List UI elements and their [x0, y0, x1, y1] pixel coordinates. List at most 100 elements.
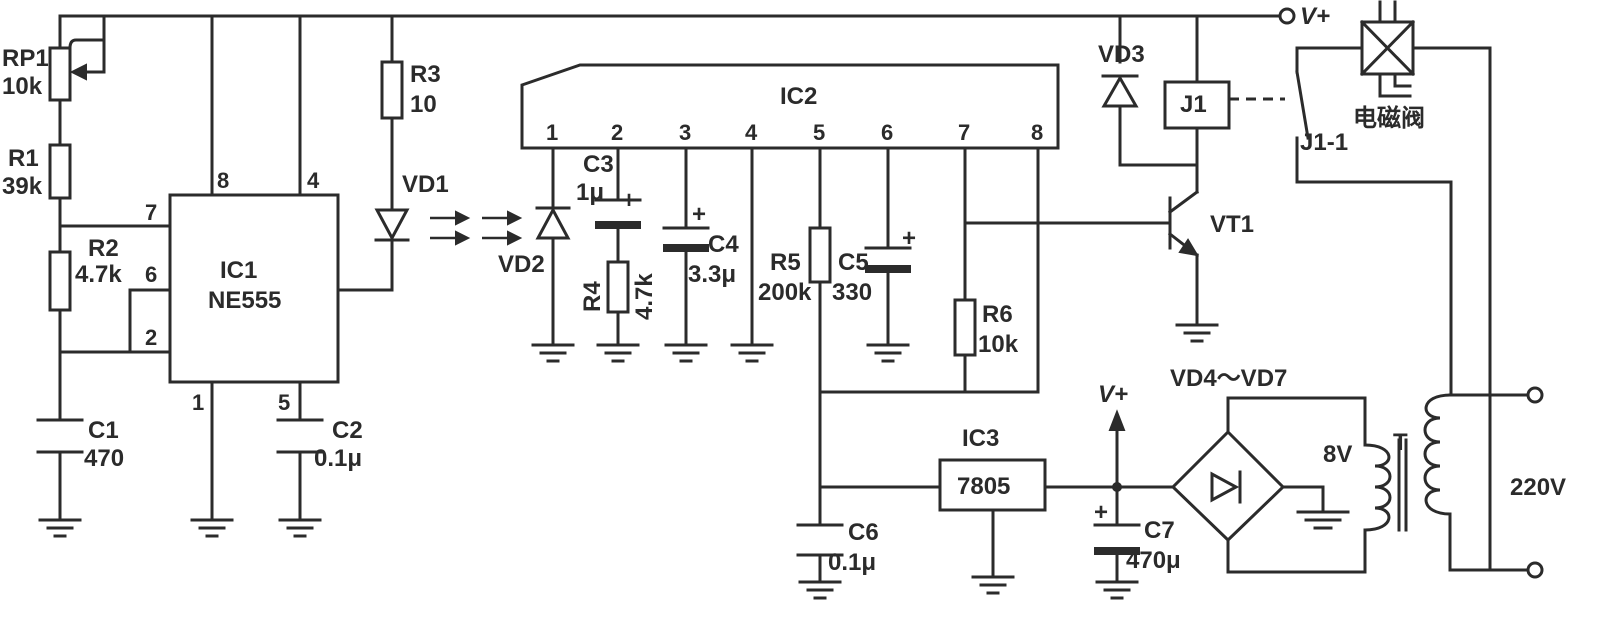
ic3-name: IC3 — [962, 425, 999, 452]
r4-ref: R4 — [579, 281, 606, 312]
rp1-value: 10k — [2, 73, 43, 100]
ic2-pin-2: 2 — [611, 120, 623, 145]
emitter-arrow-icon — [1178, 238, 1199, 257]
ic1-pin-6: 6 — [145, 262, 157, 287]
ir-arrow-icon — [455, 210, 523, 246]
rp1-ref: RP1 — [2, 45, 49, 72]
c5-value: 330 — [832, 279, 872, 306]
ic3-body — [938, 458, 1047, 512]
c2-ref: C2 — [332, 417, 363, 444]
r2-value: 4.7k — [75, 261, 122, 288]
c2-capacitor: C2 0.1μ — [276, 417, 363, 472]
c1-capacitor: C1 470 — [36, 417, 124, 472]
vplus-top-label: V+ — [1300, 3, 1330, 30]
solenoid-valve: 电磁阀 — [1353, 0, 1425, 132]
vd2-photodiode: VD2 — [498, 206, 571, 278]
c4-capacitor: + C4 3.3μ — [662, 201, 739, 288]
ic1-pin-2: 2 — [145, 325, 157, 350]
ic1-body — [168, 193, 340, 384]
transformer-ref: T — [1393, 429, 1408, 456]
ic2-pin-8: 8 — [1031, 120, 1043, 145]
r2-resistor: R2 4.7k — [48, 235, 122, 312]
c1-value: 470 — [84, 445, 124, 472]
ic1-pin-1: 1 — [192, 390, 204, 415]
supply-labels: V+ V+ — [1098, 3, 1330, 431]
c7-value: 470μ — [1126, 547, 1181, 574]
c7-capacitor: + C7 470μ — [1093, 499, 1181, 574]
r6-value: 10k — [978, 331, 1019, 358]
bridge-ref: VD4～VD7 — [1170, 365, 1287, 392]
vd3-ref: VD3 — [1098, 41, 1145, 68]
r5-ref: R5 — [770, 249, 801, 276]
ground-symbol — [531, 343, 575, 363]
vd1-led: VD1 — [374, 171, 449, 242]
vd3-diode: VD3 — [1098, 41, 1145, 108]
c3-value: 1μ — [576, 179, 604, 206]
transformer-t: T 8V 220V — [1323, 393, 1566, 572]
c7-ref: C7 — [1144, 517, 1175, 544]
c3-plus: + — [622, 187, 636, 214]
j1-coil — [1163, 80, 1231, 130]
vplus-arrow-icon — [1108, 409, 1126, 431]
ic2-pin-5: 5 — [813, 120, 825, 145]
ground-symbol — [596, 343, 640, 363]
ground-symbol — [278, 518, 322, 538]
c1-ref: C1 — [88, 417, 119, 444]
r1-resistor: R1 39k — [2, 143, 72, 200]
ground-symbol — [730, 343, 774, 363]
r1-ref: R1 — [8, 145, 39, 172]
c4-ref: C4 — [708, 231, 739, 258]
r6-ref: R6 — [982, 301, 1013, 328]
ic1-part: NE555 — [208, 287, 281, 314]
r3-resistor: R3 10 — [380, 60, 441, 120]
vt1-ref: VT1 — [1210, 211, 1254, 238]
ground-symbol — [1095, 580, 1139, 600]
rp1-potentiometer: RP1 10k — [2, 38, 106, 102]
valve-label: 电磁阀 — [1353, 104, 1425, 132]
r6-resistor: R6 10k — [953, 298, 1019, 358]
wiper-arrow-icon — [69, 63, 87, 81]
r5-resistor: R5 200k — [758, 226, 832, 306]
ic1-pin-5: 5 — [278, 390, 290, 415]
c5-plus: + — [902, 225, 916, 252]
c2-value: 0.1μ — [314, 445, 362, 472]
ic2-body — [520, 63, 1060, 150]
c5-ref: C5 — [838, 249, 869, 276]
vd1-ref: VD1 — [402, 171, 449, 198]
ic2-pin-3: 3 — [679, 120, 691, 145]
ground-symbol — [664, 343, 708, 363]
ground-symbol — [190, 518, 234, 538]
r4-value: 4.7k — [631, 273, 658, 320]
ic2-name: IC2 — [780, 83, 817, 110]
ic2-pin-7: 7 — [958, 120, 970, 145]
ic2: IC2 1 2 3 4 5 6 7 8 — [520, 63, 1060, 150]
c5-capacitor: + C5 330 — [832, 225, 916, 306]
vd2-ref: VD2 — [498, 251, 545, 278]
ground-symbol — [1296, 510, 1350, 530]
r1-value: 39k — [2, 173, 43, 200]
j1-relay: J1 J1-1 — [1163, 70, 1348, 156]
c3-capacitor: + C3 1μ — [576, 151, 642, 229]
mains-terminal-bottom — [1526, 561, 1544, 579]
j1-ref: J1 — [1180, 91, 1207, 118]
r3-value: 10 — [410, 91, 437, 118]
ic1-pin-4: 4 — [307, 168, 320, 193]
ic2-pin-1: 1 — [546, 120, 558, 145]
ic2-pin-6: 6 — [881, 120, 893, 145]
ic1-name: IC1 — [220, 257, 257, 284]
c4-plus: + — [692, 201, 706, 228]
mains-terminal-top — [1526, 386, 1544, 404]
r4-resistor: R4 4.7k — [579, 260, 658, 320]
j1-1-ref: J1-1 — [1300, 129, 1348, 156]
ic1-pin-8: 8 — [217, 168, 229, 193]
ground-symbol — [971, 575, 1015, 595]
vplus-terminal — [1278, 7, 1296, 25]
r5-value: 200k — [758, 279, 812, 306]
ic1-pin-7: 7 — [145, 200, 157, 225]
c4-value: 3.3μ — [688, 261, 736, 288]
c3-ref: C3 — [583, 151, 614, 178]
ground-symbol — [38, 518, 82, 538]
secondary-voltage: 8V — [1323, 441, 1352, 468]
ic1-ne555: IC1 NE555 8 4 7 6 2 1 5 — [145, 168, 340, 415]
